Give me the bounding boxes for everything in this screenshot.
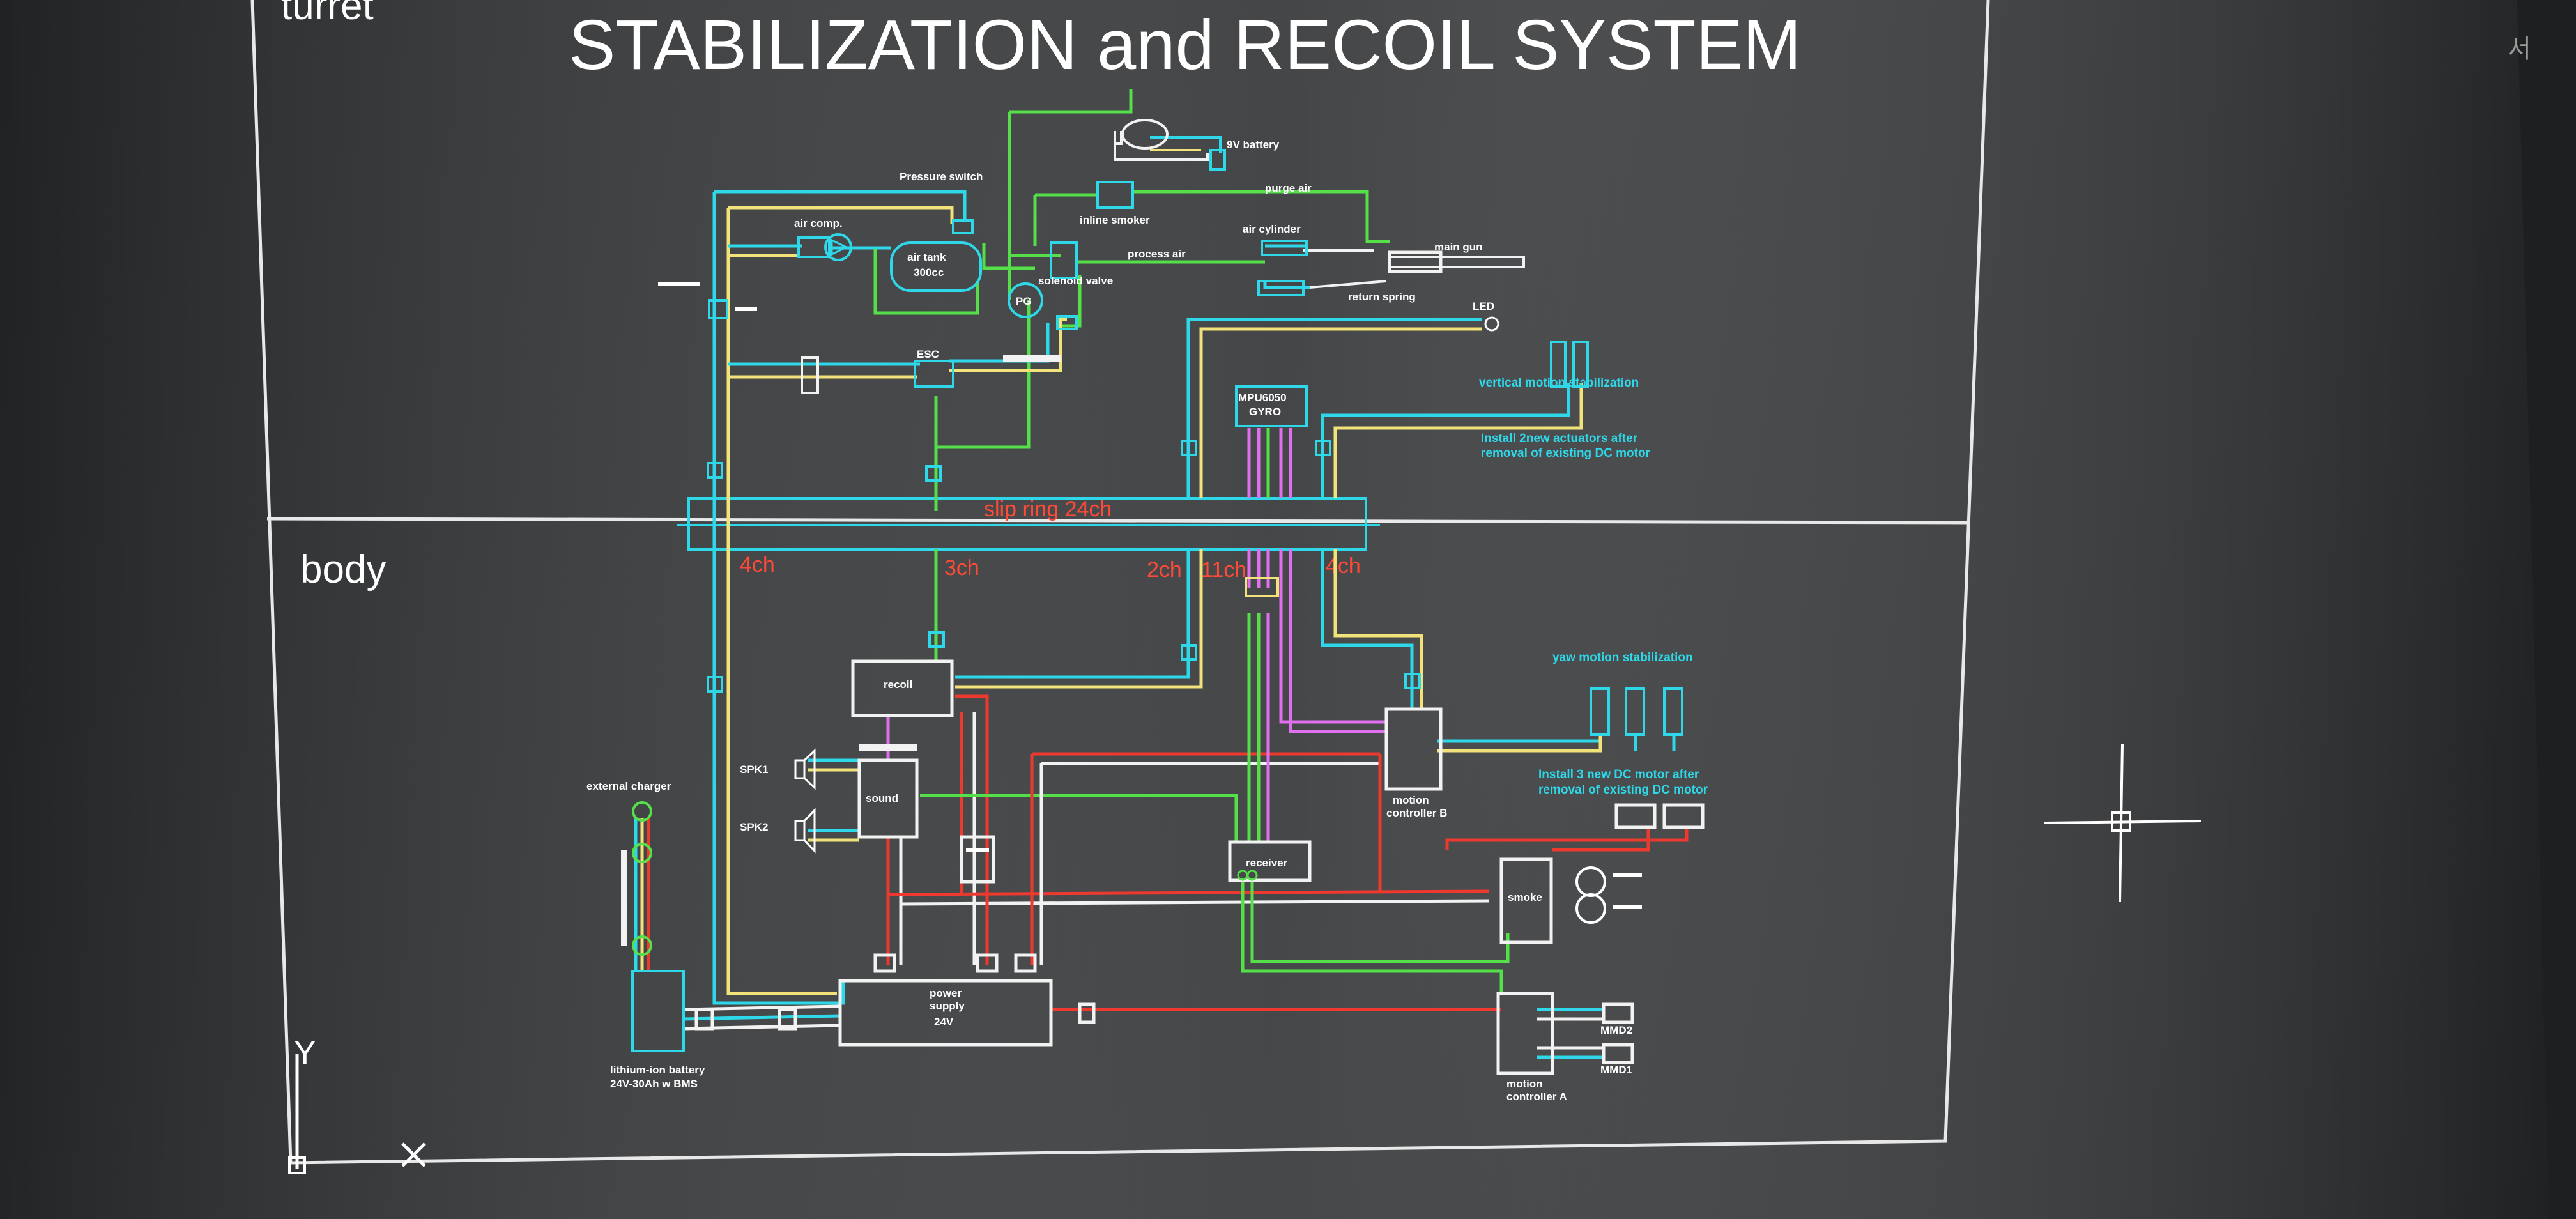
channel-label-11ch: 11ch (1201, 558, 1246, 582)
solenoid-valve-box (1050, 241, 1078, 279)
speaker-1-icon (794, 748, 816, 790)
mmd1-motor (1602, 1043, 1634, 1064)
label-solenoid-valve: solenoid valve (1038, 275, 1113, 287)
turret-components (658, 119, 1589, 482)
label-yaw-note-1: Install 3 new DC motor after (1538, 768, 1699, 781)
mmd2-motor (1602, 1002, 1634, 1024)
label-air-tank-capacity: 300cc (914, 266, 944, 279)
label-vertical-note-2: removal of existing DC motor (1481, 447, 1651, 460)
yaw-actuator-2 (1625, 687, 1645, 736)
air-tank-box (890, 241, 982, 292)
label-motion-controller-a-2: controller A (1506, 1091, 1567, 1103)
dc-motor-2 (1662, 803, 1705, 829)
channel-label-2ch: 2ch (1147, 558, 1182, 582)
recoil-box (851, 659, 954, 717)
channel-label-3ch: 3ch (944, 556, 979, 580)
esc-box (914, 360, 954, 388)
label-external-charger: external charger (586, 780, 671, 792)
cursor-crosshair[interactable] (2044, 744, 2202, 903)
label-receiver: receiver (1246, 857, 1288, 869)
charger-connector-2 (632, 843, 652, 863)
label-return-spring: return spring (1348, 291, 1416, 303)
label-gyro-line1: MPU6050 (1238, 392, 1287, 404)
vertical-actuator-1 (1550, 341, 1567, 388)
pressure-gauge-icon (1008, 282, 1043, 318)
label-vertical-note-1: Install 2new actuators after (1481, 432, 1638, 445)
label-gyro-line2: GYRO (1249, 406, 1281, 418)
dc-motor-1 (1614, 803, 1657, 829)
yaw-actuator-1 (1590, 687, 1610, 736)
yaw-actuator-3 (1663, 687, 1683, 736)
label-yaw-stabilization: yaw motion stabilization (1552, 651, 1693, 664)
power-supply-box (838, 979, 1053, 1046)
label-power-supply-1: power (930, 987, 962, 999)
body-wiring (634, 549, 1689, 1059)
smoker-heater-icon (1121, 119, 1169, 150)
label-air-comp: air comp. (794, 217, 843, 229)
channel-label-4ch-left: 4ch (740, 553, 775, 577)
axis-y-label: Y (294, 1034, 316, 1071)
label-led: LED (1473, 300, 1494, 312)
receiver-box (1228, 840, 1312, 882)
vertical-actuator-2 (1572, 341, 1589, 388)
label-9v-battery: 9V battery (1227, 139, 1280, 151)
label-sound: sound (866, 792, 898, 804)
label-recoil: recoil (884, 678, 912, 691)
diagram-title: STABILIZATION and RECOIL SYSTEM (569, 6, 1802, 84)
label-air-tank: air tank (907, 251, 946, 263)
slip-ring (677, 497, 1380, 551)
label-pg: PG (1016, 295, 1032, 307)
air-comp-pump-icon (824, 233, 852, 261)
slip-ring-label: slip ring 24ch (984, 497, 1112, 521)
section-body: body (300, 548, 386, 592)
motion-controller-a-box (1496, 992, 1554, 1075)
label-yaw-note-2: removal of existing DC motor (1538, 783, 1708, 797)
label-inline-smoker: inline smoker (1080, 214, 1150, 226)
led-icon (1484, 316, 1499, 332)
smoke-fan-2-icon (1575, 893, 1606, 924)
label-esc: ESC (917, 348, 939, 360)
drawing-frame (250, 0, 1990, 1165)
label-motion-controller-b-1: motion (1393, 794, 1429, 806)
body-components (621, 577, 1705, 1075)
label-motion-controller-b-2: controller B (1386, 807, 1447, 819)
inline-smoker-box (1096, 181, 1134, 209)
label-power-supply-2: supply (930, 1000, 965, 1012)
label-mmd2: MMD2 (1600, 1024, 1632, 1036)
label-smoke: smoke (1508, 891, 1542, 903)
label-motion-controller-a-1: motion (1506, 1078, 1543, 1090)
ucs-icon (288, 1054, 426, 1174)
label-spk1: SPK1 (740, 763, 768, 776)
label-battery-2: 24V-30Ah w BMS (610, 1078, 698, 1090)
label-mmd1: MMD1 (1600, 1064, 1632, 1076)
label-power-supply-3: 24V (934, 1016, 954, 1028)
sound-box (857, 758, 919, 839)
label-pressure-switch: Pressure switch (900, 171, 983, 183)
screen-bezel (2517, 0, 2576, 1219)
label-process-air: process air (1128, 248, 1186, 260)
corner-glyph: 서 (2508, 34, 2531, 64)
air-cylinder-box (1261, 240, 1308, 256)
speaker-2-icon (794, 808, 816, 854)
label-vertical-stabilization: vertical motion stabilization (1479, 376, 1639, 390)
pressure-switch-symbol (952, 219, 974, 234)
channel-label-4ch-right: 4ch (1326, 554, 1361, 578)
label-main-gun: main gun (1434, 241, 1483, 253)
motion-controller-b-box (1384, 707, 1443, 791)
battery-9v-symbol (1209, 149, 1226, 171)
gyro-box (1235, 385, 1308, 427)
smoke-box (1499, 857, 1553, 944)
label-purge-air: purge air (1265, 182, 1312, 194)
label-spk2: SPK2 (740, 821, 768, 833)
label-battery-1: lithium-ion battery (610, 1064, 705, 1076)
charger-connector-1 (632, 801, 652, 822)
label-air-cylinder: air cylinder (1243, 223, 1301, 235)
lithium-ion-battery-box (631, 970, 685, 1052)
charger-connector-3 (632, 935, 652, 956)
section-turret: turret (281, 0, 374, 28)
